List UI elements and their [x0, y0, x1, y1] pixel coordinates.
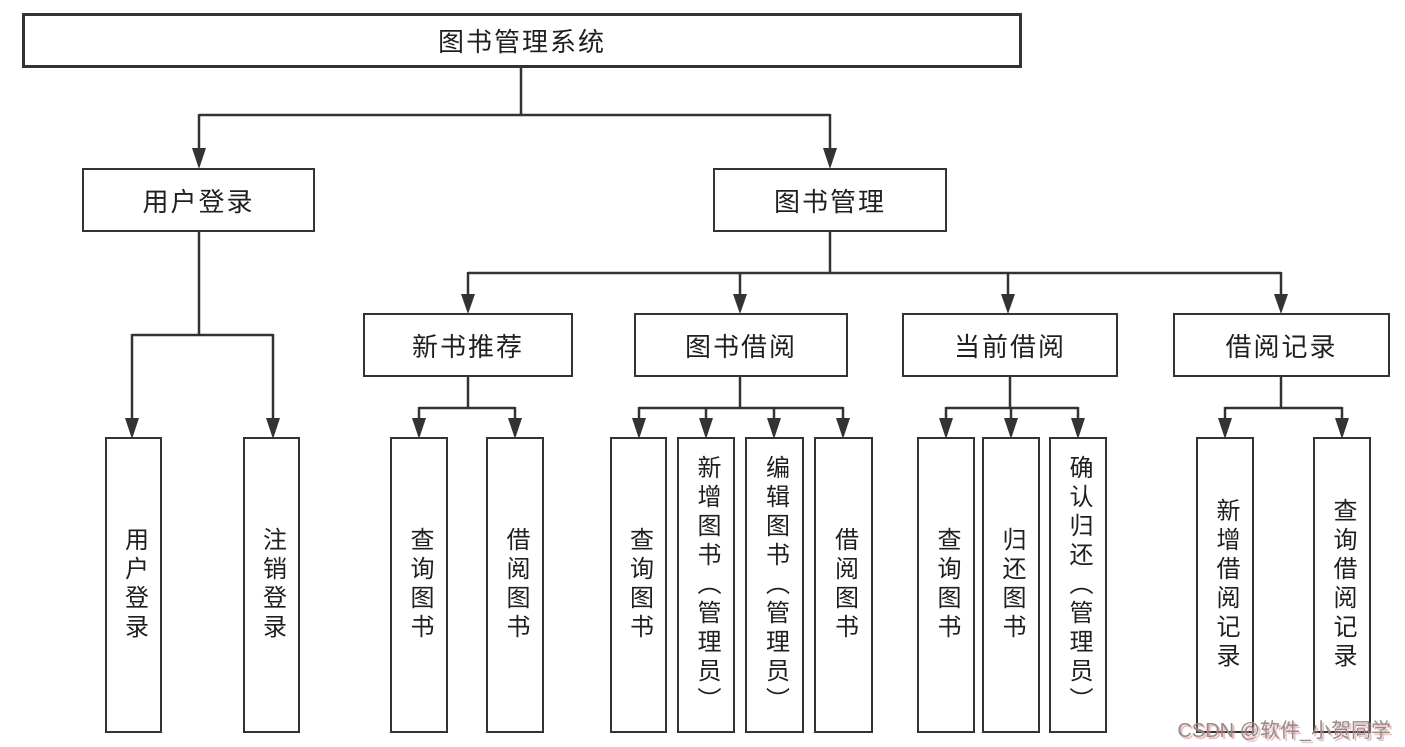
node-borrowing-records: 借阅记录 [1173, 313, 1390, 377]
leaf-label: 查询图书 [933, 527, 960, 643]
leaf-return-books: 归还图书 [982, 437, 1040, 733]
leaf-label: 新增图书（管理员） [693, 454, 720, 716]
leaf-logout: 注销登录 [243, 437, 300, 733]
csdn-watermark: CSDN @软件_小贺同学 [1177, 720, 1391, 742]
leaf-label: 确认归还（管理员） [1065, 454, 1092, 716]
leaf-label: 查询借阅记录 [1329, 498, 1356, 672]
leaf-confirm-return-admin: 确认归还（管理员） [1049, 437, 1107, 733]
node-label: 图书管理 [773, 186, 886, 217]
leaf-query-books-current: 查询图书 [917, 437, 975, 733]
node-label: 用户登录 [142, 186, 255, 217]
leaf-label: 编辑图书（管理员） [761, 454, 789, 716]
node-library-management-system: 图书管理系统 [22, 13, 1022, 68]
leaf-borrow-books: 借阅图书 [814, 437, 873, 733]
node-label: 图书借阅 [684, 331, 797, 362]
node-book-management-group: 图书管理 [713, 168, 947, 232]
node-label: 新书推荐 [411, 331, 524, 362]
leaf-label: 查询图书 [625, 527, 653, 643]
leaf-query-books-borrowing: 查询图书 [610, 437, 667, 733]
node-current-borrowing: 当前借阅 [902, 313, 1118, 377]
leaf-add-books-admin: 新增图书（管理员） [677, 437, 735, 733]
node-user-login-group: 用户登录 [82, 168, 315, 232]
leaf-label: 查询图书 [406, 527, 433, 643]
leaf-edit-books-admin: 编辑图书（管理员） [745, 437, 804, 733]
node-new-book-recommend: 新书推荐 [363, 313, 573, 377]
leaf-add-borrow-record: 新增借阅记录 [1196, 437, 1254, 733]
arrowheads [125, 148, 1349, 439]
leaf-user-login: 用户登录 [105, 437, 162, 733]
node-label: 图书管理系统 [437, 27, 606, 57]
leaf-label: 归还图书 [998, 527, 1025, 643]
node-book-borrowing: 图书借阅 [634, 313, 848, 377]
leaf-label: 注销登录 [258, 527, 286, 643]
leaf-label: 新增借阅记录 [1212, 498, 1239, 672]
leaf-query-books-recommend: 查询图书 [390, 437, 448, 733]
leaf-label: 借阅图书 [830, 527, 858, 643]
node-label: 借阅记录 [1225, 331, 1338, 362]
leaf-label: 借阅图书 [502, 527, 529, 643]
leaf-label: 用户登录 [120, 527, 148, 643]
node-label: 当前借阅 [953, 331, 1066, 362]
leaf-query-borrow-record: 查询借阅记录 [1313, 437, 1371, 733]
leaf-borrow-books-recommend: 借阅图书 [486, 437, 544, 733]
